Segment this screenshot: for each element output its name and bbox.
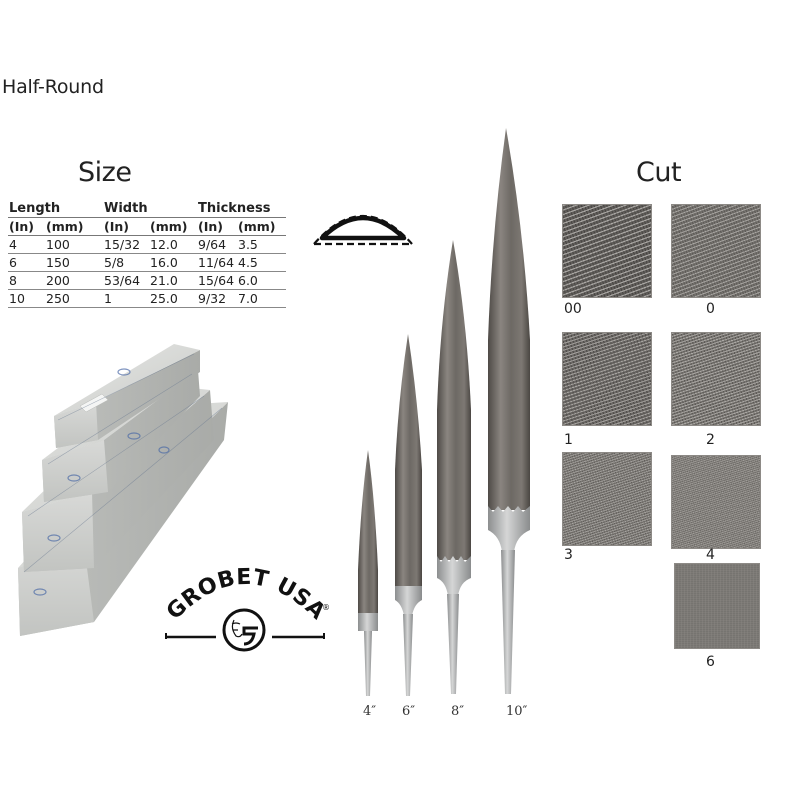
header-width: Width (103, 200, 197, 218)
unit-header: (mm) (237, 217, 286, 236)
unit-header: (mm) (45, 217, 103, 236)
grobet-usa-logo: GROBET USA ® (162, 565, 330, 652)
cut-heading: Cut (636, 157, 682, 188)
unit-header: (In) (197, 217, 237, 236)
cut-label-0: 0 (706, 301, 715, 317)
cell-length-mm: 200 (45, 271, 103, 290)
cell-length-mm: 250 (45, 289, 103, 308)
file-4-inch (358, 450, 378, 696)
half-round-files-image (358, 128, 530, 696)
cell-thickness-mm: 6.0 (237, 271, 286, 290)
file-10-inch (488, 128, 530, 694)
cut-swatch-00 (562, 204, 652, 298)
registered-mark: ® (322, 603, 330, 612)
file-boxes-image (18, 344, 228, 636)
cut-swatch-0 (671, 204, 761, 298)
file-label-4: 4″ (363, 704, 377, 719)
cell-thickness-mm: 4.5 (237, 253, 286, 272)
table-row: 10 250 1 25.0 9/32 7.0 (8, 289, 286, 308)
size-table-units-header: (In) (mm) (In) (mm) (In) (mm) (8, 217, 286, 236)
cell-thickness-in: 9/32 (197, 289, 237, 308)
cut-label-00: 00 (564, 301, 582, 317)
size-heading: Size (78, 157, 132, 188)
size-table-group-header: Length Width Thickness (8, 200, 286, 218)
file-label-10: 10″ (506, 704, 528, 719)
unit-header: (In) (8, 217, 45, 236)
cell-thickness-in: 11/64 (197, 253, 237, 272)
file-label-8: 8″ (451, 704, 465, 719)
cell-length-in: 6 (8, 253, 45, 272)
cell-thickness-in: 15/64 (197, 271, 237, 290)
cut-label-3: 3 (564, 547, 573, 563)
cell-width-in: 15/32 (103, 235, 149, 254)
cut-swatch-1 (562, 332, 652, 426)
cut-label-2: 2 (706, 432, 715, 448)
cell-width-in: 53/64 (103, 271, 149, 290)
cut-swatch-4 (671, 455, 761, 549)
cell-length-in: 8 (8, 271, 45, 290)
table-row: 4 100 15/32 12.0 9/64 3.5 (8, 235, 286, 254)
file-8-inch (437, 240, 471, 694)
cut-label-6: 6 (706, 654, 715, 670)
cell-thickness-mm: 3.5 (237, 235, 286, 254)
header-length: Length (8, 200, 103, 218)
file-6-inch (395, 334, 422, 696)
file-label-6: 6″ (402, 704, 416, 719)
cell-thickness-mm: 7.0 (237, 289, 286, 308)
cut-label-1: 1 (564, 432, 573, 448)
cell-width-in: 5/8 (103, 253, 149, 272)
header-thickness: Thickness (197, 200, 286, 218)
cell-width-mm: 12.0 (149, 235, 197, 254)
cell-width-mm: 16.0 (149, 253, 197, 272)
cut-label-4: 4 (706, 547, 715, 563)
table-row: 6 150 5/8 16.0 11/64 4.5 (8, 253, 286, 272)
unit-header: (In) (103, 217, 149, 236)
cell-length-in: 4 (8, 235, 45, 254)
cell-thickness-in: 9/64 (197, 235, 237, 254)
size-table: Length Width Thickness (In) (mm) (In) (m… (8, 200, 286, 308)
cell-width-mm: 25.0 (149, 289, 197, 308)
cell-length-mm: 150 (45, 253, 103, 272)
cut-swatch-2 (671, 332, 761, 426)
half-round-profile-icon (313, 214, 413, 246)
cut-swatch-3 (562, 452, 652, 546)
lion-monogram-icon (222, 608, 266, 652)
page-title: Half-Round (2, 76, 104, 98)
unit-header: (mm) (149, 217, 197, 236)
cell-width-in: 1 (103, 289, 149, 308)
cell-length-mm: 100 (45, 235, 103, 254)
cut-swatch-6 (674, 563, 760, 649)
cell-length-in: 10 (8, 289, 45, 308)
cell-width-mm: 21.0 (149, 271, 197, 290)
table-row: 8 200 53/64 21.0 15/64 6.0 (8, 271, 286, 290)
